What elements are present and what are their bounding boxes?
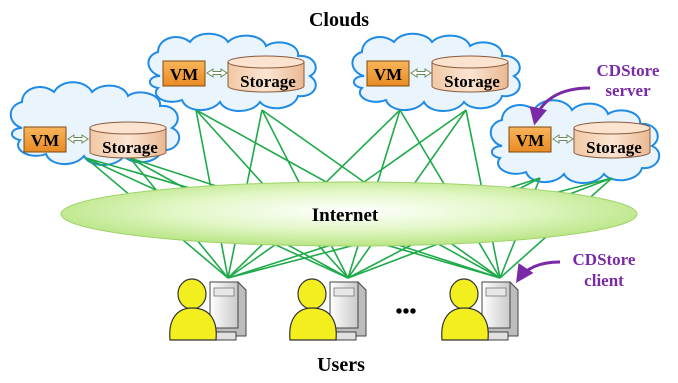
client-annotation-line1: CDStore xyxy=(573,250,636,269)
user-icon xyxy=(169,278,217,341)
bidirectional-arrow-icon xyxy=(67,134,89,144)
vm-label: VM xyxy=(374,65,402,84)
client-annotation-line2: client xyxy=(584,271,624,290)
vm-storage-top-right: VM Storage xyxy=(366,55,509,93)
vm-label: VM xyxy=(170,65,198,84)
clouds-title: Clouds xyxy=(309,9,369,31)
vm-icon xyxy=(23,126,67,153)
vm-storage-top-left: VM Storage xyxy=(162,55,305,93)
storage-cylinder-icon xyxy=(573,121,651,159)
server-annotation-arrow xyxy=(529,86,591,126)
vm-icon xyxy=(162,60,206,87)
storage-cylinder-icon xyxy=(227,55,305,93)
storage-label: Storage xyxy=(102,138,158,157)
vm-label: VM xyxy=(31,131,59,150)
users-title: Users xyxy=(317,354,365,376)
server-annotation-line1: CDStore xyxy=(597,61,660,80)
internet-label: Internet xyxy=(312,205,379,226)
bidirectional-arrow-icon xyxy=(206,68,228,78)
vm-icon xyxy=(366,60,410,87)
vm-storage-left: VM Storage xyxy=(23,121,167,159)
user-icon xyxy=(441,278,489,341)
user-icon xyxy=(289,278,337,341)
desktop-computer-icon xyxy=(315,281,367,341)
user-workstation-1 xyxy=(169,278,247,341)
bidirectional-arrow-icon xyxy=(552,134,574,144)
more-users-ellipsis: ••• xyxy=(395,301,416,323)
user-workstation-2 xyxy=(289,278,367,341)
storage-label: Storage xyxy=(240,72,296,91)
vm-storage-right: VM Storage xyxy=(508,121,651,159)
vm-icon xyxy=(508,126,552,153)
bidirectional-arrow-icon xyxy=(410,68,432,78)
storage-cylinder-icon xyxy=(431,55,509,93)
server-annotation-line2: server xyxy=(605,81,651,100)
internet-ellipse xyxy=(60,181,638,247)
storage-label: Storage xyxy=(586,138,642,157)
storage-label: Storage xyxy=(444,72,500,91)
vm-label: VM xyxy=(516,131,544,150)
user-workstation-3 xyxy=(441,278,519,341)
internet-cloud: Internet xyxy=(60,181,638,247)
cdstore-client-annotation: CDStore client xyxy=(516,250,636,290)
storage-cylinder-icon xyxy=(89,121,167,159)
cdstore-server-annotation: CDStore server xyxy=(529,61,660,126)
client-annotation-arrow xyxy=(516,260,561,283)
